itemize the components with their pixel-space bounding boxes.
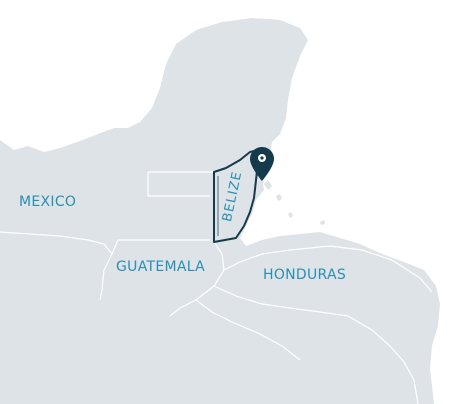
belize-outline[interactable] — [213, 149, 259, 243]
map-pin-graphic — [250, 147, 274, 185]
island — [320, 220, 325, 225]
island — [288, 212, 293, 218]
label-guatemala: GUATEMALA — [116, 259, 206, 275]
label-honduras: HONDURAS — [263, 267, 347, 283]
label-mexico: MEXICO — [19, 194, 77, 210]
island — [276, 194, 282, 201]
island — [264, 180, 272, 190]
country-borders — [0, 171, 433, 404]
